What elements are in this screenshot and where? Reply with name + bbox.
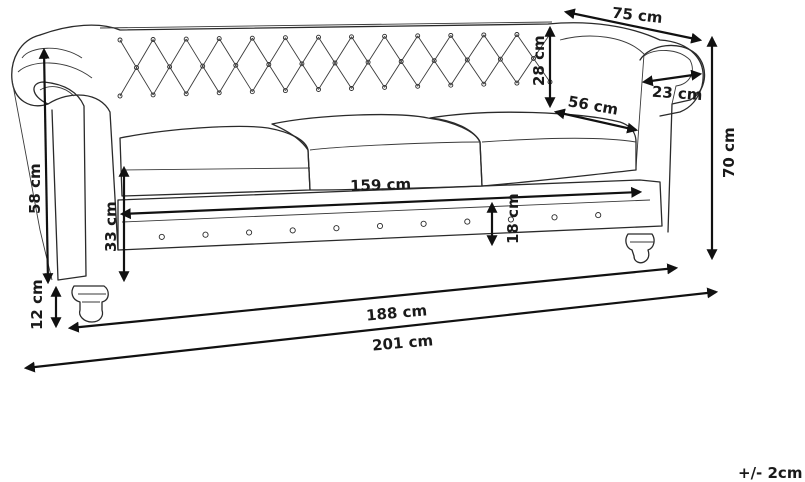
stitch-line xyxy=(218,38,237,94)
stitch-line xyxy=(268,37,286,91)
stitch-line xyxy=(185,38,204,95)
back-tufting xyxy=(117,31,553,99)
tuft-button xyxy=(249,89,255,95)
stitch-line xyxy=(400,35,419,87)
stitch-line xyxy=(251,37,270,92)
stitch-line xyxy=(136,39,154,96)
base-tuft-button xyxy=(202,231,209,238)
left-arm-outline xyxy=(11,34,119,251)
stitch-line xyxy=(466,34,485,85)
tolerance-note: +/- 2cm xyxy=(738,464,802,482)
stitch-line xyxy=(483,34,501,85)
base-tuft-button xyxy=(158,233,165,240)
label-inner-width: 188 cm xyxy=(365,301,427,324)
sofa-drawing xyxy=(11,21,706,323)
base-tuft-button xyxy=(420,220,427,227)
stitch-line xyxy=(152,39,171,96)
base-tuft-button xyxy=(551,214,558,221)
base-tuft-button xyxy=(246,229,253,236)
base-tuft-button xyxy=(333,225,340,232)
stitch-line xyxy=(351,36,369,89)
stitch-line xyxy=(202,38,220,94)
stitch-line xyxy=(532,33,551,83)
stitch-line xyxy=(119,39,138,97)
base-tuft-button xyxy=(464,218,471,225)
right-arm-outline xyxy=(639,44,706,233)
stitch-line xyxy=(417,35,435,87)
arrow-depth xyxy=(563,8,703,44)
tuft-button xyxy=(150,37,156,42)
stitch-line xyxy=(367,36,385,88)
base-tuft-button xyxy=(289,227,296,234)
front-right-leg xyxy=(625,233,655,264)
stitch-line xyxy=(235,37,253,92)
arrow-arm-width xyxy=(641,69,703,87)
arrow-seat-width xyxy=(119,186,643,220)
stitch-line xyxy=(450,35,468,86)
arrow-total-width xyxy=(23,287,719,373)
base-tuft-button xyxy=(376,222,384,230)
base-tuft-button xyxy=(595,212,602,219)
tuft-button xyxy=(216,90,222,96)
cushion-piping xyxy=(121,137,637,171)
label-seat-width: 159 cm xyxy=(350,175,412,195)
cushion-right xyxy=(429,111,637,187)
stitch-line xyxy=(384,36,402,88)
cushion-left xyxy=(119,125,311,197)
arrow-seat-depth xyxy=(553,108,639,134)
base-tufting xyxy=(158,212,602,240)
stitch-line xyxy=(499,34,518,84)
dimension-labels: 75 cm 28 cm 56 cm 23 cm 70 cm 58 cm 159 … xyxy=(26,4,802,482)
stitch-line xyxy=(334,36,352,89)
label-total-height: 70 cm xyxy=(720,127,738,178)
stitch-line xyxy=(433,35,452,86)
seat-base xyxy=(117,179,663,251)
label-depth: 75 cm xyxy=(611,4,663,27)
label-arm-height: 58 cm xyxy=(26,163,44,214)
label-base-height: 18 cm xyxy=(504,193,522,244)
stitch-line xyxy=(285,37,303,91)
backrest-top-edge xyxy=(99,21,553,29)
label-seat-height: 33 cm xyxy=(102,201,120,252)
left-arm-scroll xyxy=(17,47,93,97)
label-arm-width: 23 cm xyxy=(651,83,703,104)
label-back-height: 28 cm xyxy=(530,35,548,86)
label-total-width: 201 cm xyxy=(371,331,433,354)
dimension-arrows xyxy=(23,8,719,373)
stitch-line xyxy=(169,38,187,95)
arrow-arm-height xyxy=(38,47,54,285)
stitch-line xyxy=(301,36,319,90)
front-left-leg xyxy=(71,285,109,323)
label-leg-height: 12 cm xyxy=(28,279,46,330)
stitch-line xyxy=(318,36,336,90)
